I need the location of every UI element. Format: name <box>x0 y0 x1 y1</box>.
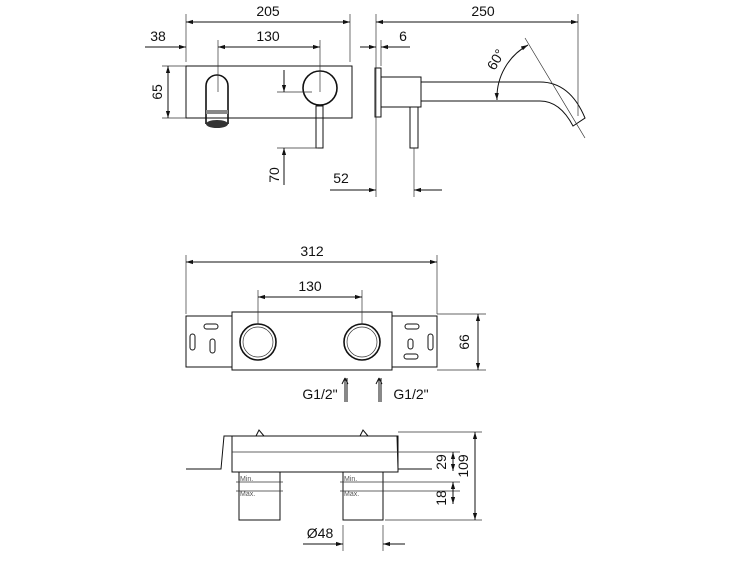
dim-205: 205 <box>256 3 280 19</box>
mixer-body <box>380 76 422 108</box>
cylinder-right <box>342 471 384 521</box>
dim-6: 6 <box>399 28 407 44</box>
bracket-profile <box>186 435 432 470</box>
side-lever <box>409 106 419 149</box>
dim-38: 38 <box>150 28 166 44</box>
side-view: 250 6 52 60° <box>330 3 586 197</box>
box-top-view: 312 130 66 G1/2" G1/2" <box>185 243 486 402</box>
spout-outlet <box>205 74 229 124</box>
min-label-right: Min. <box>344 476 357 483</box>
dim-diameter-48: Ø48 <box>307 525 334 541</box>
dim-250: 250 <box>471 3 495 19</box>
dim-130-front: 130 <box>256 28 280 44</box>
front-view: 205 38 130 65 70 <box>145 3 353 185</box>
box-body-side <box>231 435 399 473</box>
aerator <box>206 120 228 128</box>
port-right <box>343 323 381 361</box>
dim-52: 52 <box>333 170 349 186</box>
wall-plate <box>185 65 353 119</box>
dim-109: 109 <box>455 454 471 478</box>
dim-65: 65 <box>149 84 165 100</box>
dim-70: 70 <box>266 167 282 183</box>
dim-18: 18 <box>433 490 449 506</box>
dim-130-box: 130 <box>298 278 322 294</box>
handle-lever <box>315 105 324 149</box>
dim-29: 29 <box>433 454 449 470</box>
inlet-arrow-left <box>341 377 349 402</box>
min-label-left: Min. <box>240 476 253 483</box>
inlet-label-left: G1/2" <box>302 386 337 402</box>
spout-tube <box>421 81 586 127</box>
dim-66: 66 <box>456 334 472 350</box>
max-label-right: Max. <box>344 491 359 498</box>
port-left <box>239 323 277 361</box>
max-label-left: Max. <box>240 491 255 498</box>
dim-312: 312 <box>300 243 324 259</box>
cylinder-left <box>238 471 281 521</box>
inlet-label-right: G1/2" <box>393 386 428 402</box>
spout-ring <box>206 110 228 114</box>
box-side-view: Min. Max. Min. Max. 29 18 109 Ø48 <box>186 429 482 551</box>
inlet-arrow-right <box>375 377 383 402</box>
box-body <box>231 311 393 371</box>
